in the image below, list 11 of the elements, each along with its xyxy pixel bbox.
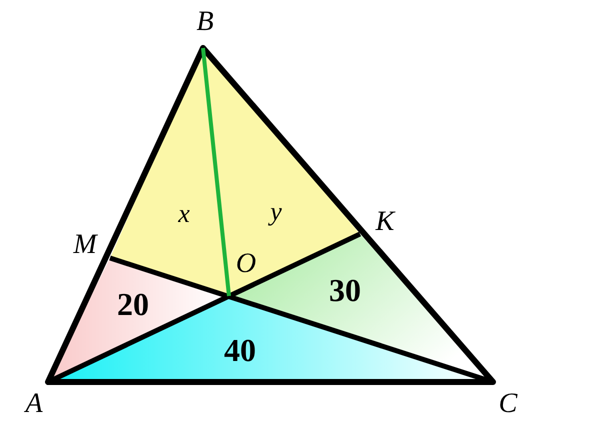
area-value: 30 <box>329 274 361 306</box>
area-value: 20 <box>117 288 149 320</box>
variable-label: y <box>270 199 282 225</box>
point-label: K <box>376 208 394 236</box>
point-label: C <box>498 390 518 418</box>
point-label: B <box>196 8 214 36</box>
point-label: A <box>25 390 43 418</box>
variable-label: x <box>178 201 190 227</box>
area-value: 40 <box>224 334 256 366</box>
point-label: M <box>73 231 97 259</box>
point-label: O <box>236 250 256 278</box>
